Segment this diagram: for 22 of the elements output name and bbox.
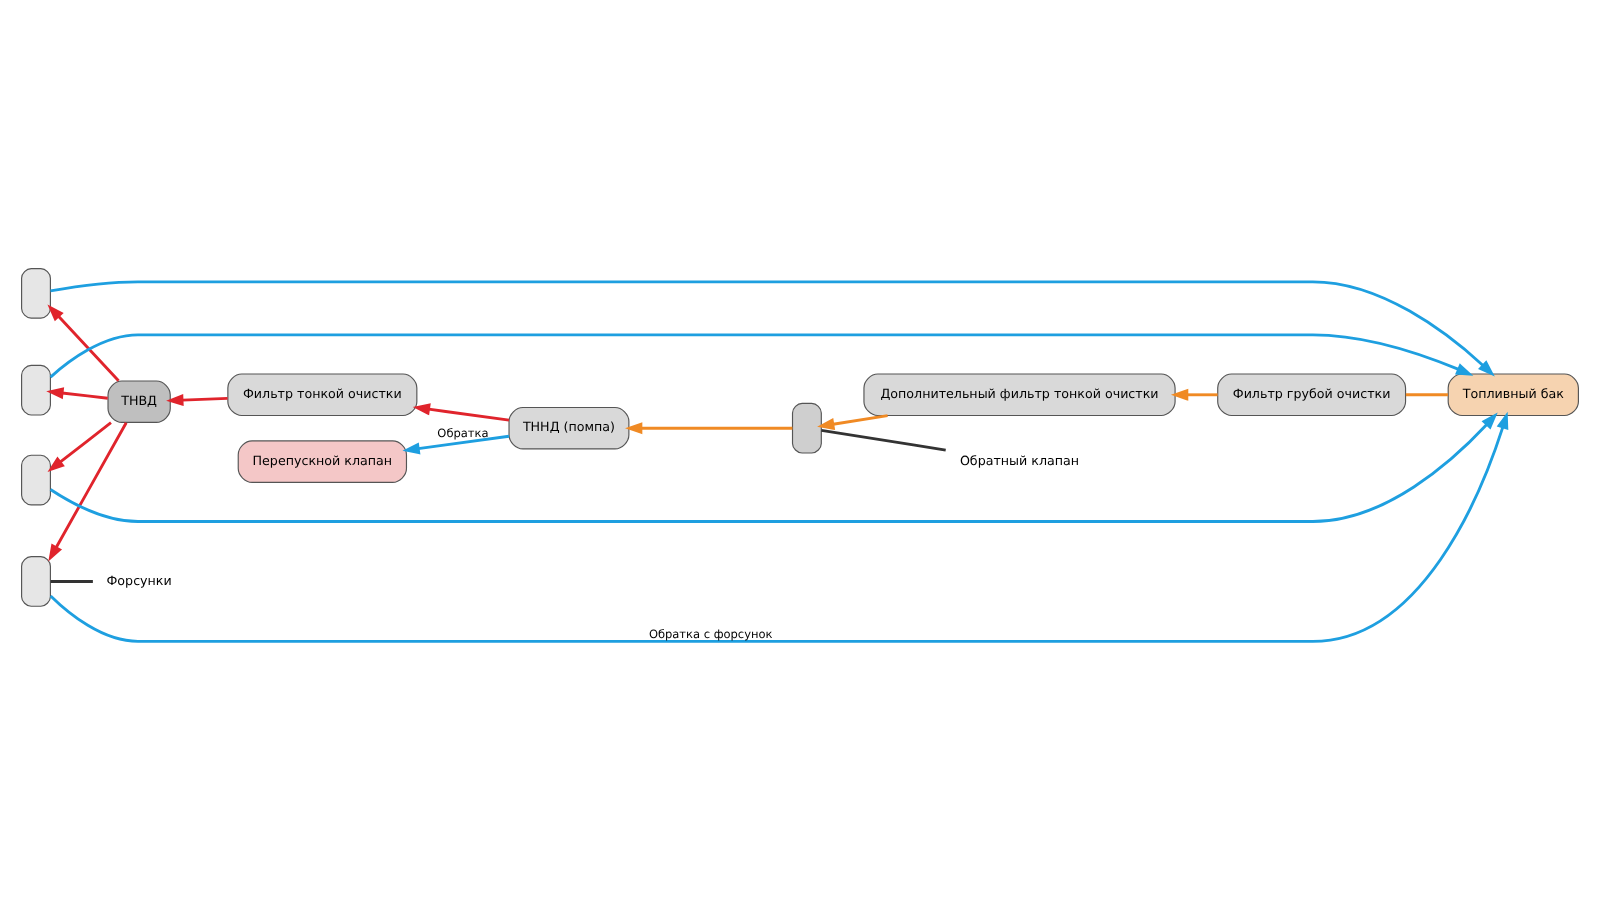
arrow [817, 414, 888, 431]
arrow [625, 422, 793, 435]
arrow [47, 421, 112, 473]
arrow [46, 387, 108, 400]
arrow [49, 412, 1498, 523]
connector [821, 428, 946, 452]
arrow [402, 434, 510, 455]
arrow [47, 304, 120, 382]
arrow [412, 403, 510, 422]
arrow [50, 280, 1495, 377]
arrow [166, 394, 228, 407]
connector [1405, 393, 1448, 397]
arrow [48, 421, 128, 562]
node-box [21, 268, 51, 319]
arrow [1170, 388, 1218, 401]
node-box [21, 454, 51, 506]
connector [50, 580, 93, 583]
arrow [49, 333, 1474, 379]
node-box [21, 364, 51, 416]
node-box [791, 402, 822, 454]
arrow [49, 411, 1509, 643]
node-box [21, 556, 51, 607]
